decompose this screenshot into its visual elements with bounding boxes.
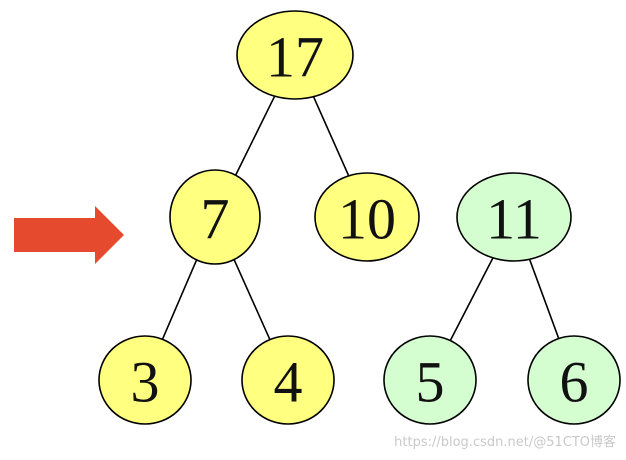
node-ellipse <box>236 10 354 100</box>
nodes-layer: 17 7 10 3 4 11 5 6 <box>98 10 621 425</box>
node-label: 3 <box>131 350 160 415</box>
edge-n7-n4 <box>233 259 271 340</box>
tree-node-3: 3 <box>98 335 192 425</box>
node-label: 11 <box>486 187 542 252</box>
edges-layer <box>161 95 560 341</box>
tree-node-17: 17 <box>236 10 354 100</box>
node-ellipse <box>527 335 621 425</box>
node-label: 7 <box>201 187 230 252</box>
edge-n7-n3 <box>161 259 198 340</box>
edge-n11-n6 <box>528 259 560 339</box>
node-ellipse <box>383 335 477 425</box>
node-ellipse <box>456 172 572 262</box>
edge-n17-n10 <box>312 96 350 177</box>
arrow-right-icon <box>14 206 124 264</box>
tree-node-5: 5 <box>383 335 477 425</box>
node-ellipse <box>169 169 261 265</box>
node-label: 6 <box>560 350 589 415</box>
edge-n17-n7 <box>234 95 276 176</box>
node-label: 5 <box>416 350 445 415</box>
tree-node-7: 7 <box>169 169 261 265</box>
node-ellipse <box>241 335 335 425</box>
node-label: 10 <box>338 187 396 252</box>
node-label: 4 <box>274 350 303 415</box>
tree-node-11: 11 <box>456 172 572 262</box>
edge-n11-n5 <box>449 257 494 341</box>
watermark-text: https://blog.csdn.net/@51CTO博客 <box>394 435 616 450</box>
node-label: 17 <box>266 25 324 90</box>
node-ellipse <box>314 172 420 262</box>
tree-node-6: 6 <box>527 335 621 425</box>
node-ellipse <box>98 335 192 425</box>
tree-node-4: 4 <box>241 335 335 425</box>
tree-node-10: 10 <box>314 172 420 262</box>
